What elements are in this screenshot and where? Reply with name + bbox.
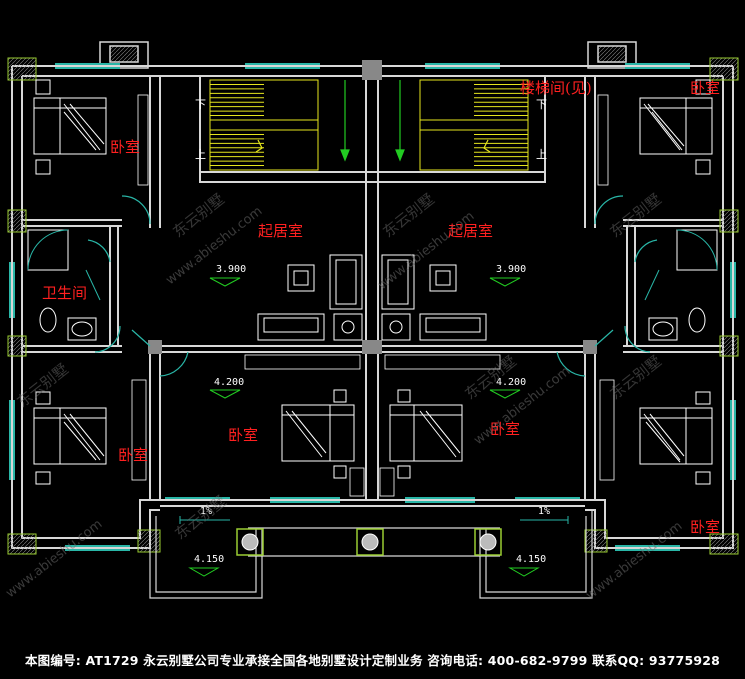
footer-bar: 本图编号: AT1729 永云别墅公司专业承接全国各地别墅设计定制业务 咨询电话… — [0, 640, 745, 679]
wall-hatching — [7, 57, 739, 555]
room-label-center-left-bedroom: 卧室 — [228, 426, 258, 444]
stair-arrows — [255, 80, 491, 162]
beds — [33, 79, 713, 485]
stairs-left — [209, 79, 319, 171]
stair-marks: 下 上 下 上 — [195, 98, 547, 161]
stairs-right — [419, 79, 529, 171]
watermark-url-4: www.abieshu.com — [3, 517, 105, 601]
level-labels: 3.900 3.900 4.200 4.200 4.150 4.150 1% 1… — [194, 264, 550, 565]
stair-down-right: 下 — [536, 98, 547, 111]
windows — [9, 63, 736, 551]
chimney-boxes — [99, 41, 637, 69]
room-labels: 楼梯间(见) 卧室 卧室 起居室 起居室 卫生间 卧室 卧室 卧室 卧室 — [42, 79, 720, 536]
slope-right: 1% — [538, 506, 550, 517]
balcony-columns — [236, 528, 502, 556]
bathroom-fixtures — [27, 229, 718, 341]
cabinets — [131, 94, 615, 497]
room-label-left-living: 起居室 — [258, 222, 303, 240]
room-label-right-top-bedroom: 卧室 — [690, 79, 720, 97]
slope-left: 1% — [200, 506, 212, 517]
watermark-brand-2: 东云别墅 — [379, 190, 437, 241]
watermark-brand-6: 东云别墅 — [606, 352, 664, 403]
level-left-bedroom: 4.200 — [214, 377, 244, 388]
level-left-living: 3.900 — [216, 264, 246, 275]
stair-up-right: 上 — [536, 148, 547, 161]
stair-down-left: 下 — [195, 98, 206, 111]
stair-up-left: 上 — [195, 148, 206, 161]
living-furniture — [257, 254, 487, 341]
room-label-right-living: 起居室 — [448, 222, 493, 240]
level-right-bedroom: 4.200 — [496, 377, 526, 388]
room-label-left-bottom-bedroom: 卧室 — [118, 446, 148, 464]
watermark-url-1: www.abieshu.com — [163, 204, 265, 288]
level-markers — [188, 277, 540, 577]
room-label-right-bottom-bedroom: 卧室 — [690, 518, 720, 536]
room-label-left-top-bedroom: 卧室 — [110, 138, 140, 156]
slope-arrows — [179, 516, 569, 524]
level-left-balcony: 4.150 — [194, 554, 224, 565]
room-label-center-right-bedroom: 卧室 — [490, 420, 520, 438]
balconies — [149, 510, 593, 599]
room-label-bathroom: 卫生间 — [42, 284, 87, 302]
floor-plan-drawing: 下 上 下 上 — [3, 41, 739, 603]
watermarks: 东云别墅 www.abieshu.com 东云别墅 www.abieshu.co… — [3, 190, 685, 603]
level-right-balcony: 4.150 — [516, 554, 546, 565]
stairwell-label: 楼梯间(见) — [520, 79, 592, 97]
level-right-living: 3.900 — [496, 264, 526, 275]
footer-text: 本图编号: AT1729 永云别墅公司专业承接全国各地别墅设计定制业务 咨询电话… — [24, 653, 721, 668]
doors — [87, 195, 658, 377]
